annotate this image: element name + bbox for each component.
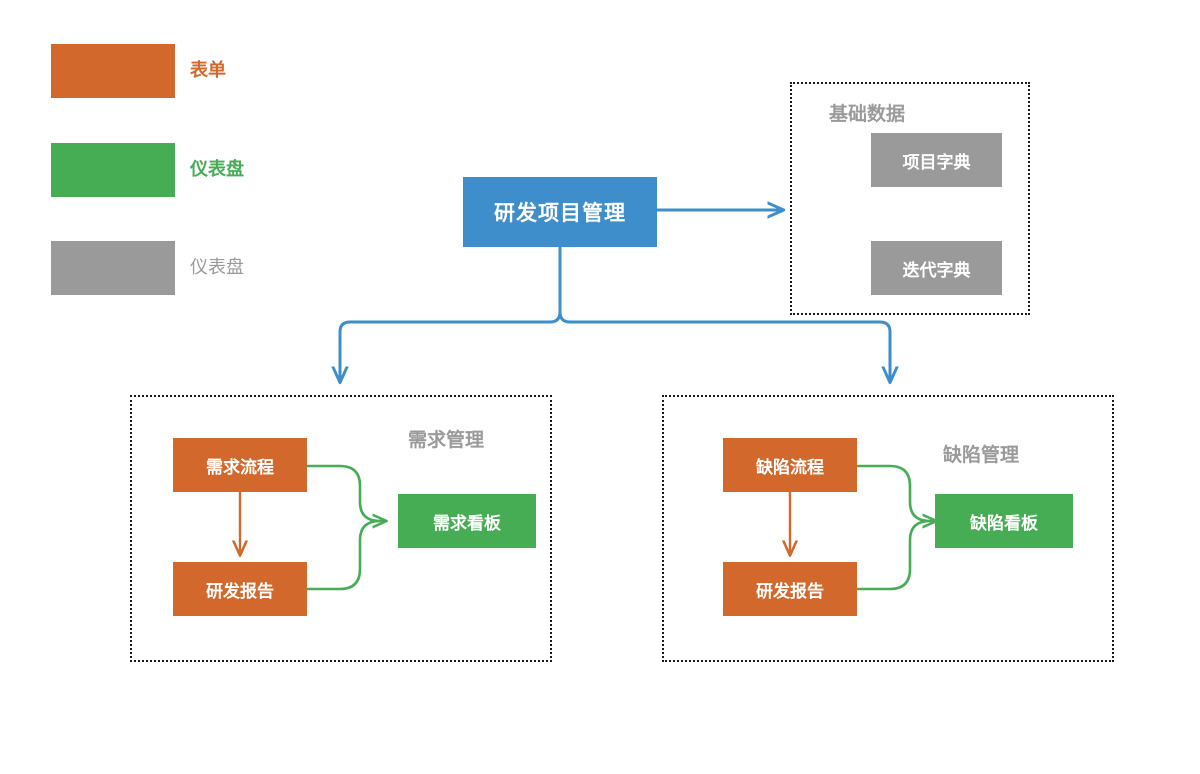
node-requirement-report[interactable]: 研发报告 xyxy=(173,562,307,616)
node-project-dictionary[interactable]: 项目字典 xyxy=(871,133,1002,187)
legend-swatch-form xyxy=(51,44,175,98)
node-root-rd-project-management[interactable]: 研发项目管理 xyxy=(463,177,657,247)
group-defect-management xyxy=(662,395,1114,662)
legend-label-dashboard-green: 仪表盘 xyxy=(190,159,244,180)
group-title-basic-data: 基础数据 xyxy=(829,103,906,125)
group-title-requirement-management: 需求管理 xyxy=(408,429,485,451)
legend-label-dashboard-gray: 仪表盘 xyxy=(190,257,244,278)
group-title-defect-management: 缺陷管理 xyxy=(943,444,1020,466)
edge-root-trunk-to-requirement xyxy=(340,246,562,382)
node-requirement-board[interactable]: 需求看板 xyxy=(398,494,536,548)
group-requirement-management xyxy=(130,395,552,662)
legend-swatch-dashboard-green xyxy=(51,143,175,197)
node-defect-flow[interactable]: 缺陷流程 xyxy=(723,438,857,492)
legend-label-form: 表单 xyxy=(190,60,226,81)
node-requirement-flow[interactable]: 需求流程 xyxy=(173,438,307,492)
legend-swatch-dashboard-gray xyxy=(51,241,175,295)
node-defect-board[interactable]: 缺陷看板 xyxy=(935,494,1073,548)
node-iteration-dictionary[interactable]: 迭代字典 xyxy=(871,241,1002,295)
node-defect-report[interactable]: 研发报告 xyxy=(723,562,857,616)
group-basic-data xyxy=(790,82,1030,315)
